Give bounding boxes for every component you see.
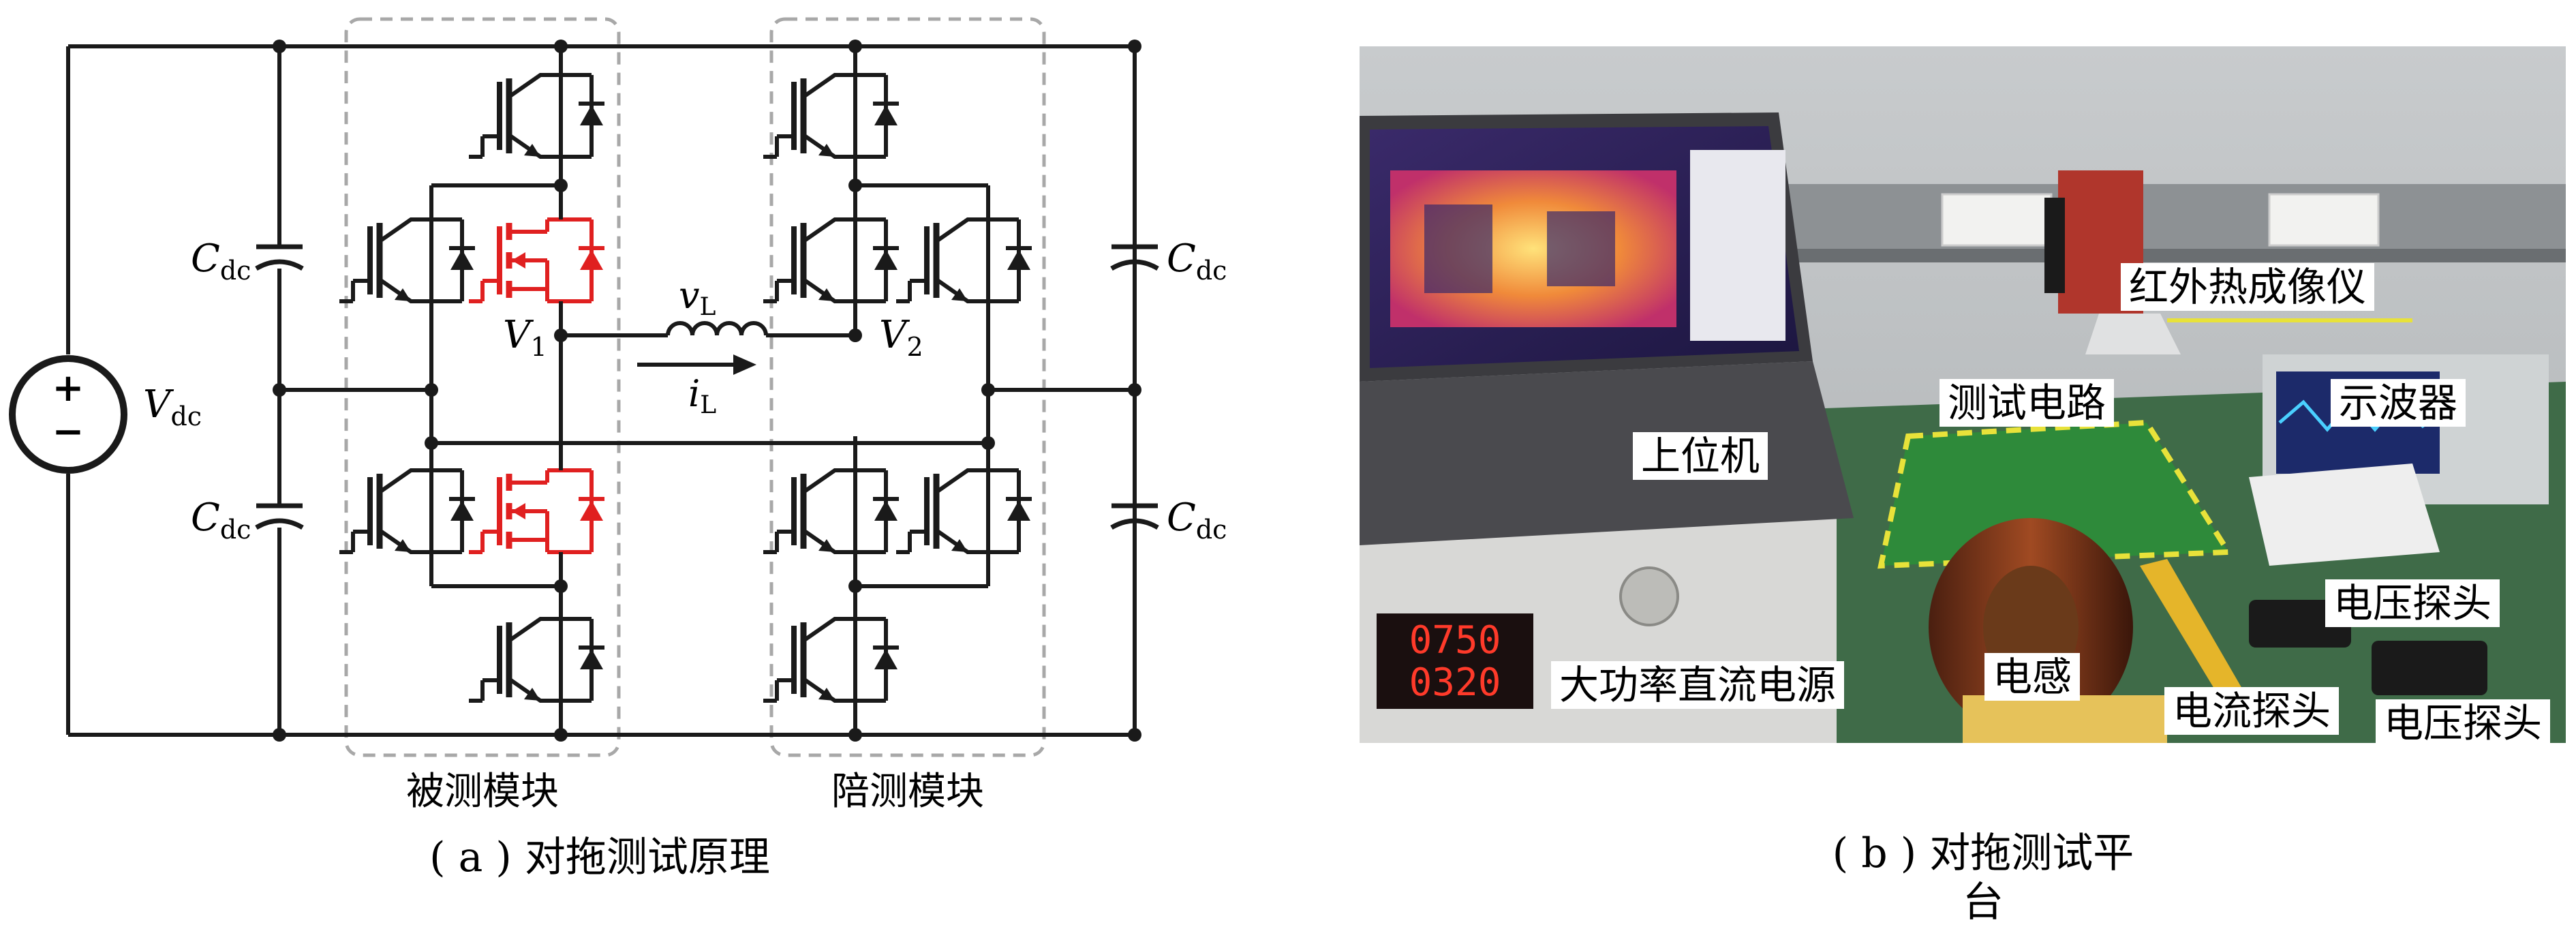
junction-dots xyxy=(273,40,1141,742)
aux-leg-wires xyxy=(855,183,990,588)
inductor-current-label: iL xyxy=(688,372,716,419)
source-label: Vdc xyxy=(143,382,202,431)
label-ir-camera: 红外热成像仪 xyxy=(2121,263,2375,311)
inductor-voltage-label: vL xyxy=(679,274,716,321)
label-voltage-probe-2: 电压探头 xyxy=(2376,699,2551,747)
source-plus-sign: + xyxy=(52,365,85,410)
label-test-circuit: 测试电路 xyxy=(1939,379,2115,427)
dc-source-display-line2: 0320 xyxy=(1409,660,1501,705)
cap-label-left-top: Cdc xyxy=(191,237,251,286)
dut-module-box xyxy=(344,17,621,757)
circuit-diagram: + − Vdc Cdc Cdc Cdc Cdc V1 V2 vL iL 被测模块… xyxy=(9,17,1227,881)
label-dc-source: 大功率直流电源 xyxy=(1551,661,1845,709)
test-pcb xyxy=(1881,423,2228,566)
cap-label-left-bottom: Cdc xyxy=(191,496,251,545)
label-voltage-probe-1: 电压探头 xyxy=(2325,579,2500,627)
left-top-capacitor xyxy=(256,247,303,269)
inductor xyxy=(561,321,855,337)
label-inductor: 电感 xyxy=(1984,653,2081,701)
current-arrow xyxy=(637,354,756,375)
dc-voltage-source: + − xyxy=(9,355,127,474)
aux-module-label: 陪测模块 xyxy=(831,770,984,814)
dc-bus-wires xyxy=(66,44,1137,737)
left-bottom-capacitor xyxy=(256,506,303,528)
figure-canvas: + − Vdc Cdc Cdc Cdc Cdc V1 V2 vL iL 被测模块… xyxy=(9,17,2566,881)
node-v1-label: V1 xyxy=(503,313,547,362)
caption-a: ( a ) 对拖测试原理 xyxy=(429,834,770,881)
label-oscilloscope: 示波器 xyxy=(2331,379,2466,427)
caption-b: ( b ) 对拖测试平台 xyxy=(1832,830,2134,926)
cap-label-right-top: Cdc xyxy=(1167,237,1227,286)
dut-leg-wires xyxy=(429,46,563,588)
dut-module-label: 被测模块 xyxy=(406,770,559,814)
node-v2-label: V2 xyxy=(879,313,923,362)
source-minus-sign: − xyxy=(52,409,85,454)
label-host-pc: 上位机 xyxy=(1633,432,1768,480)
cap-label-right-bottom: Cdc xyxy=(1167,496,1227,545)
label-current-probe: 电流探头 xyxy=(2164,687,2340,735)
dc-source-display-line1: 0750 xyxy=(1409,618,1501,663)
aux-module-box xyxy=(769,17,1046,757)
